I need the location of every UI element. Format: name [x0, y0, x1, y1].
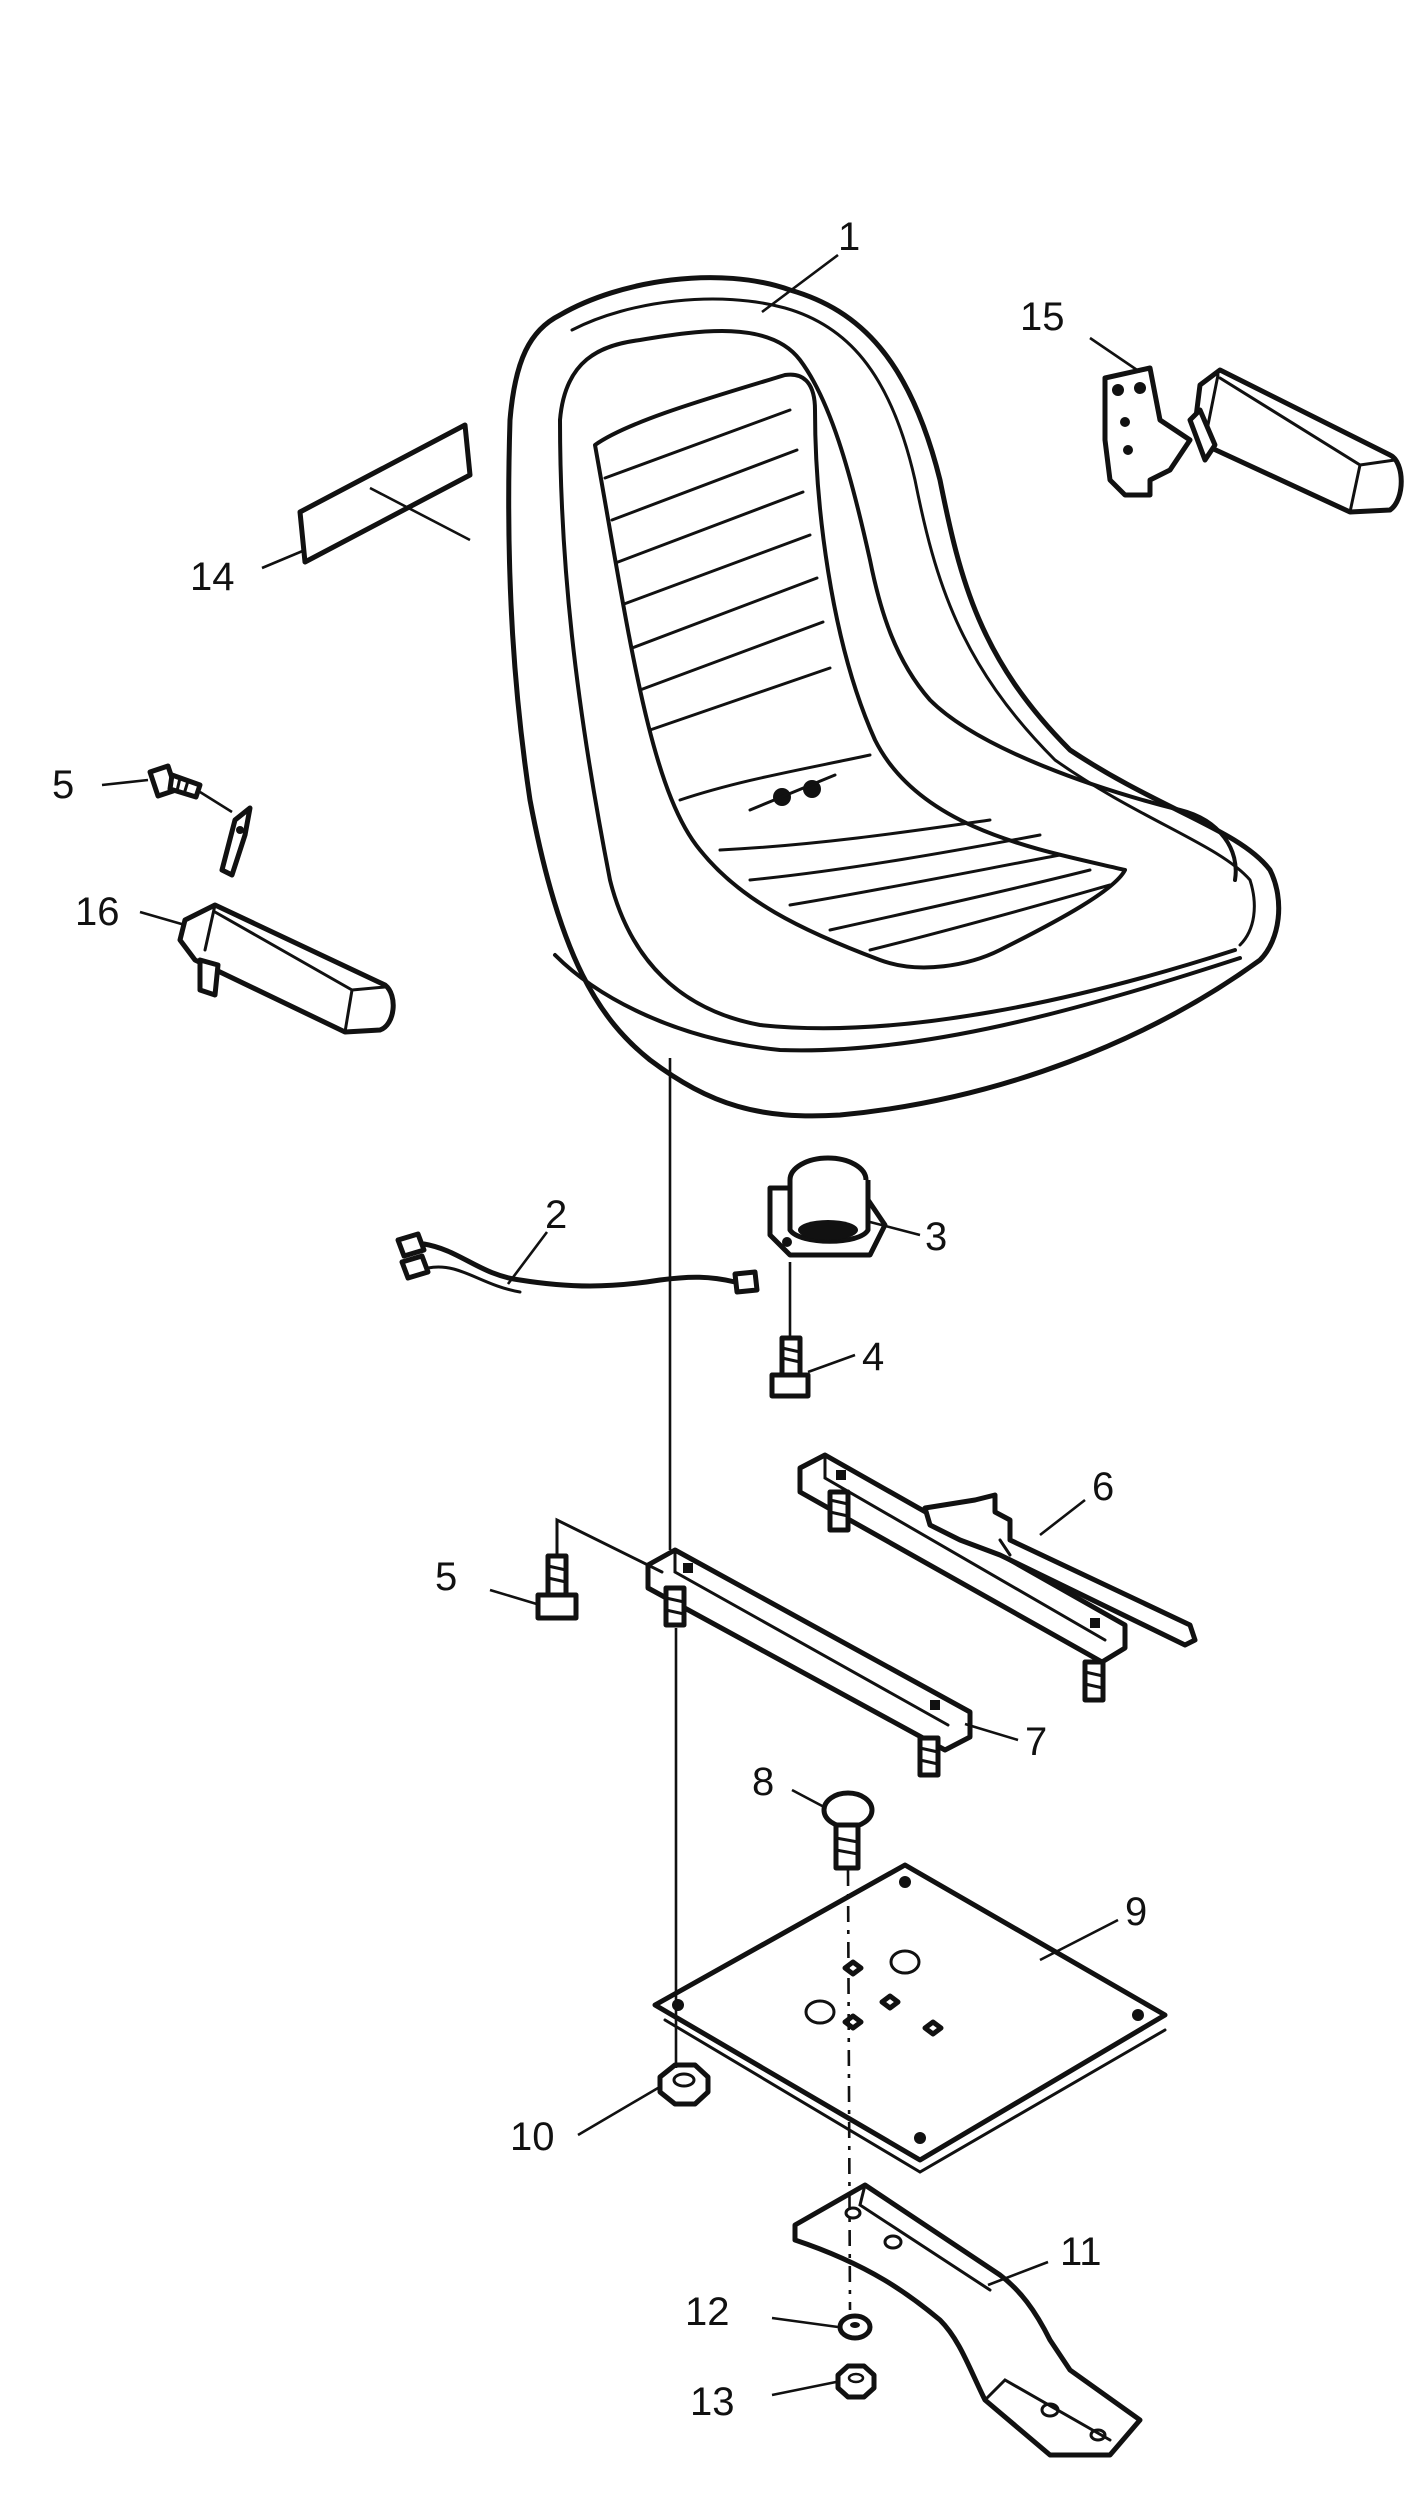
nut-bracket-part — [835, 2363, 877, 2400]
decal-part — [297, 422, 473, 565]
leader-lines — [101, 253, 1141, 2397]
callout-armrest-left: 16 — [75, 890, 120, 934]
bolt-upper-part — [147, 763, 203, 800]
callout-labels: 1 2 3 4 5 5 6 7 8 9 10 11 12 13 14 15 16 — [52, 215, 1147, 2424]
callout-decal: 14 — [190, 555, 235, 599]
callout-washer: 12 — [685, 2290, 730, 2334]
callout-seat: 1 — [838, 215, 860, 259]
carriage-bolt-part — [821, 1790, 875, 1871]
slide-rail-lever-part — [797, 1452, 1198, 1703]
callout-armrest-right: 15 — [1020, 295, 1065, 339]
armrest-left-part — [177, 805, 396, 1035]
bolt-lower-part — [535, 1517, 664, 1621]
callout-carriage-bolt: 8 — [752, 1760, 774, 1804]
seat-plate-part — [652, 1862, 1168, 2174]
callout-nut-plate: 10 — [510, 2115, 555, 2159]
callout-seat-switch: 3 — [925, 1215, 947, 1259]
seat-switch-part — [767, 1155, 888, 1258]
callout-harness: 2 — [545, 1193, 567, 1237]
slide-rail-part — [645, 1547, 973, 1778]
callout-seat-plate: 9 — [1125, 1890, 1147, 1934]
callout-switch-screw: 4 — [862, 1335, 884, 1379]
callout-nut-bracket: 13 — [690, 2380, 735, 2424]
callout-bolt-lower: 5 — [435, 1555, 457, 1599]
seat-part — [506, 275, 1282, 1119]
callout-bracket: 11 — [1060, 2230, 1102, 2274]
callout-bolt-upper: 5 — [52, 763, 74, 807]
bracket-part — [792, 2182, 1143, 2458]
harness-part — [395, 1231, 760, 1295]
nut-plate-part — [657, 2062, 711, 2107]
armrest-right-part — [1102, 365, 1404, 515]
callout-slide-rail: 7 — [1025, 1720, 1047, 1764]
assembly-lines — [668, 1058, 852, 2311]
callout-slide-rail-lever: 6 — [1092, 1465, 1114, 1509]
washer-part — [837, 2313, 873, 2341]
switch-screw-part — [769, 1335, 811, 1399]
